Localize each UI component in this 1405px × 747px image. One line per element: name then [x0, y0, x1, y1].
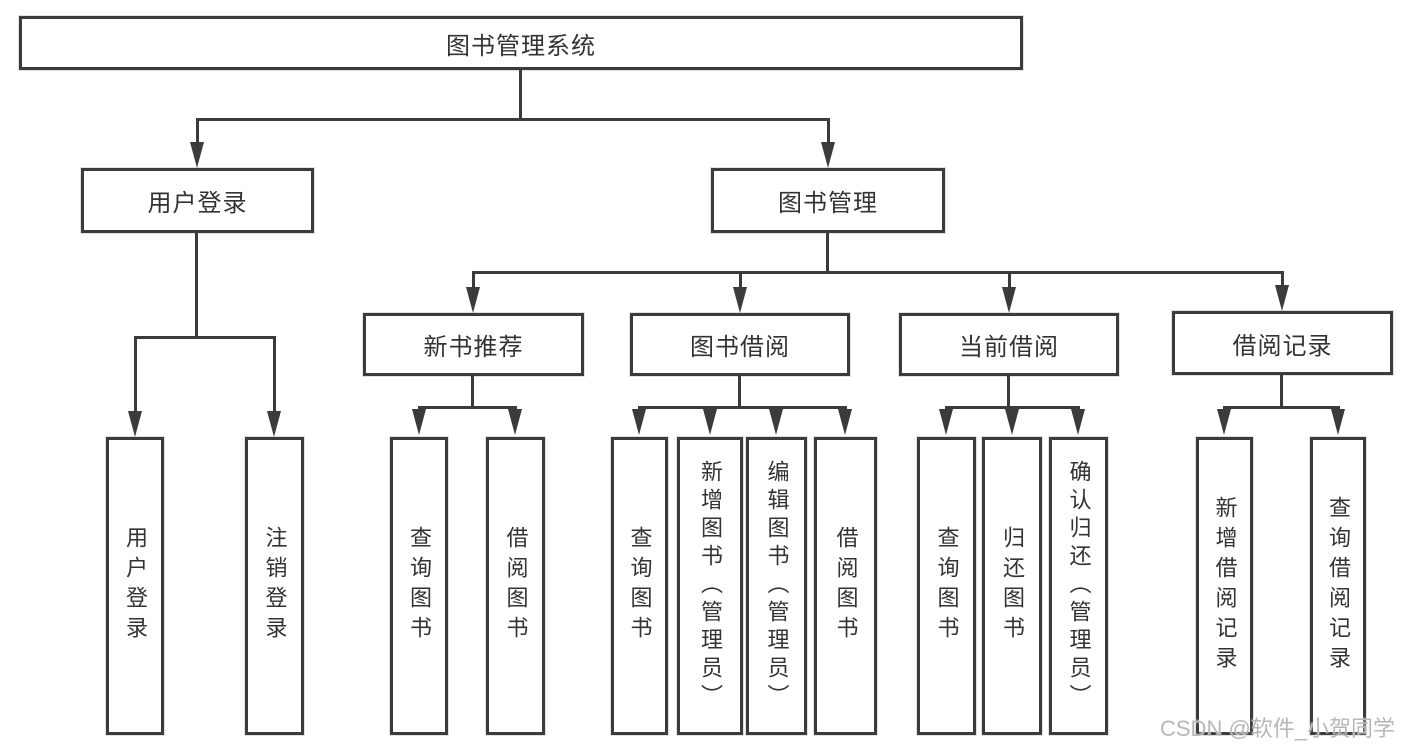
connector-line — [519, 70, 522, 121]
node-user-login: 用户登录 — [81, 168, 314, 233]
leaf-bb-borrow-books: 借阅图书 — [814, 437, 877, 735]
node-label: 用户登录 — [147, 190, 248, 217]
arrowhead-icon — [821, 142, 835, 168]
arrowhead-icon — [128, 411, 142, 437]
node-label: 借阅记录 — [1232, 332, 1333, 360]
arrowhead-icon — [838, 409, 852, 435]
node-label: 图书管理 — [778, 190, 878, 217]
node-label: 图书管理系统 — [446, 32, 596, 60]
connector-line — [1008, 271, 1011, 289]
arrowhead-icon — [703, 409, 717, 435]
leaf-br-query-record: 查询借阅记录 — [1310, 437, 1366, 735]
node-current-borrow: 当前借阅 — [899, 313, 1119, 376]
csdn-watermark: CSDN @软件_小贺同学 — [1160, 716, 1396, 741]
leaf-label: 查询图书 — [627, 526, 653, 646]
connector-line — [1281, 271, 1284, 289]
arrowhead-icon — [632, 409, 646, 435]
connector-line — [1280, 375, 1283, 409]
node-label: 新书推荐 — [423, 334, 524, 361]
node-book-management: 图书管理 — [711, 168, 945, 233]
connector-line — [418, 406, 517, 409]
arrowhead-icon — [1217, 409, 1231, 435]
connector-line — [638, 406, 847, 409]
arrowhead-icon — [1331, 409, 1345, 435]
connector-line — [472, 271, 475, 289]
connector-line — [739, 271, 742, 289]
leaf-bb-edit-books-admin: 编辑图书（管理员） — [746, 437, 807, 735]
arrowhead-icon — [412, 409, 426, 435]
leaf-label: 归还图书 — [1000, 526, 1025, 646]
leaf-nb-borrow-books: 借阅图书 — [486, 437, 545, 735]
leaf-nb-query-books: 查询图书 — [390, 437, 448, 735]
leaf-label: 新增借阅记录 — [1212, 496, 1238, 676]
arrowhead-icon — [508, 409, 522, 435]
connector-line — [1007, 376, 1010, 409]
connector-line — [195, 233, 198, 339]
connector-line — [472, 271, 1283, 274]
arrowhead-icon — [190, 142, 204, 168]
connector-line — [134, 336, 137, 412]
node-label: 图书借阅 — [690, 334, 790, 361]
connector-line — [1223, 406, 1340, 409]
leaf-cb-return-books: 归还图书 — [982, 437, 1042, 735]
connector-line — [471, 376, 474, 409]
node-borrow-records: 借阅记录 — [1172, 311, 1393, 375]
leaf-label: 借阅图书 — [503, 526, 529, 646]
connector-line — [196, 118, 199, 146]
leaf-label: 用户登录 — [123, 526, 148, 646]
leaf-br-add-record: 新增借阅记录 — [1196, 437, 1253, 735]
leaf-cb-query-books: 查询图书 — [917, 437, 976, 735]
arrowhead-icon — [1002, 287, 1016, 313]
connector-line — [134, 336, 276, 339]
leaf-label: 查询图书 — [407, 526, 432, 646]
connector-line — [945, 406, 1080, 409]
connector-line — [827, 118, 830, 146]
leaf-label: 新增图书（管理员） — [698, 460, 723, 712]
arrowhead-icon — [1071, 409, 1085, 435]
leaf-cb-confirm-return-admin: 确认归还（管理员） — [1049, 437, 1108, 735]
leaf-label: 借阅图书 — [833, 526, 859, 646]
leaf-label: 编辑图书（管理员） — [764, 460, 790, 712]
leaf-label: 注销登录 — [262, 526, 288, 646]
connector-line — [738, 376, 741, 409]
connector-line — [826, 233, 829, 274]
arrowhead-icon — [733, 287, 747, 313]
node-label: 当前借阅 — [959, 334, 1059, 361]
leaf-label: 查询借阅记录 — [1326, 496, 1351, 676]
leaf-label: 查询图书 — [934, 526, 960, 646]
leaf-logout-login: 注销登录 — [245, 437, 304, 735]
arrowhead-icon — [1005, 409, 1019, 435]
arrowhead-icon — [939, 409, 953, 435]
arrowhead-icon — [267, 411, 281, 437]
arrowhead-icon — [769, 409, 783, 435]
arrowhead-icon — [466, 287, 480, 313]
leaf-label: 确认归还（管理员） — [1066, 460, 1092, 712]
leaf-bb-add-books-admin: 新增图书（管理员） — [677, 437, 743, 735]
node-book-borrow: 图书借阅 — [630, 313, 850, 376]
node-new-book-recommend: 新书推荐 — [363, 313, 584, 376]
leaf-bb-query-books: 查询图书 — [611, 437, 668, 735]
connector-line — [196, 118, 830, 121]
leaf-user-login: 用户登录 — [106, 437, 164, 735]
node-library-system: 图书管理系统 — [19, 16, 1023, 70]
arrowhead-icon — [1275, 285, 1289, 311]
connector-line — [273, 336, 276, 412]
